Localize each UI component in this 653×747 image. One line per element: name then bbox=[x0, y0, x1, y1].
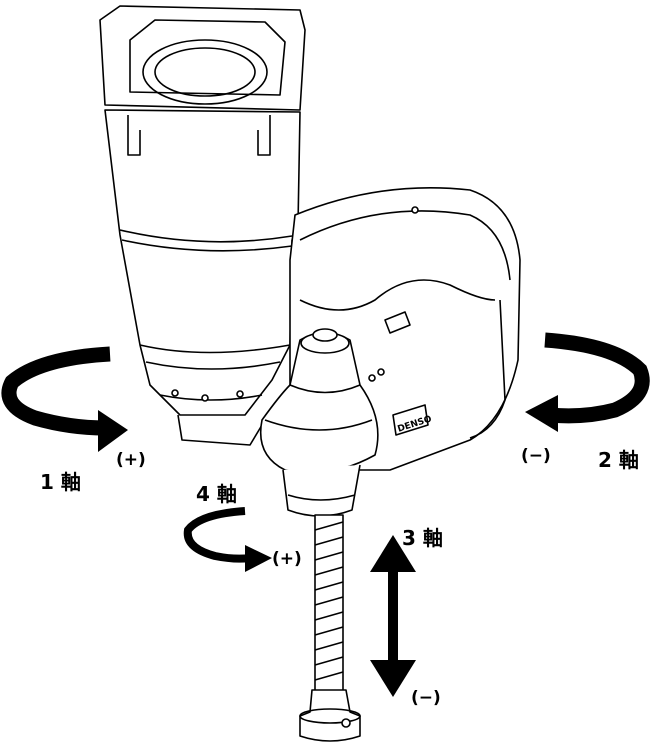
axis3-linear-arrow bbox=[370, 535, 416, 697]
axis3-direction: (−) bbox=[411, 688, 441, 708]
base-column bbox=[104, 109, 301, 416]
axis4-direction: (+) bbox=[272, 549, 302, 569]
axis2-direction: (−) bbox=[521, 446, 551, 466]
axis4-rotation-arrow bbox=[183, 507, 272, 572]
axis3-label: 3 軸 bbox=[402, 526, 443, 550]
tool-flange bbox=[299, 689, 361, 742]
axis1-label: 1 軸 bbox=[40, 470, 81, 494]
axis1-rotation-arrow bbox=[1, 346, 128, 452]
axis2-rotation-arrow bbox=[525, 332, 650, 432]
axis2-label: 2 軸 bbox=[598, 448, 639, 472]
axis1-direction: (+) bbox=[116, 450, 146, 470]
axis4-label: 4 軸 bbox=[196, 482, 237, 506]
